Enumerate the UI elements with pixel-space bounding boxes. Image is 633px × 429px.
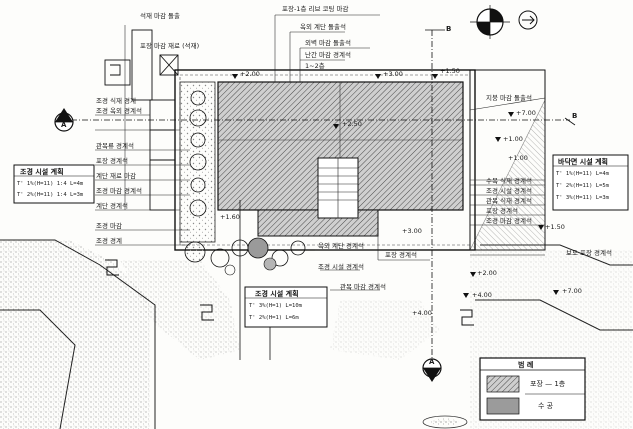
callout-right-6: 조경 마감 경계석 <box>486 217 532 225</box>
section-mark-bottom: A <box>429 358 435 366</box>
center-note-box-frame <box>244 286 328 328</box>
callout-right-3: 조경 시설 경계석 <box>486 187 532 195</box>
level-2: +3.00 <box>383 70 403 78</box>
callout-bottom-1: 포장 경계석 <box>385 251 417 259</box>
right-note-row-3: T' 3%(H=11) L=3m <box>556 195 609 201</box>
left-note-row-2: T' 2%(H=11) 1:4 L=3m <box>17 192 84 198</box>
callout-bottom-3: 조경 시설 경계석 <box>318 263 364 271</box>
legend-item-1: 포장 — 1층 <box>530 380 566 388</box>
callout-bottom-4: 관목 마감 경계석 <box>340 283 386 291</box>
callout-left-4: 조경 옥외 경계석 <box>96 107 142 115</box>
level-10: +7.00 <box>562 287 582 295</box>
right-note-row-2: T' 2%(H=11) L=5m <box>556 183 609 189</box>
right-landscape-block <box>469 69 546 251</box>
callout-left-7: 계단 재료 마감 <box>96 172 137 180</box>
north-arrow-right-icon <box>518 10 538 30</box>
callout-left-6: 포장 경계석 <box>96 157 128 165</box>
callout-bottom-2: 옥외 계단 경계석 <box>318 242 364 250</box>
legend-item-2: 수 공 <box>538 402 554 410</box>
callout-left-10: 조경 마감 <box>96 222 122 230</box>
legend-box <box>479 357 586 421</box>
callout-right-2: 수목 식재 경계석 <box>486 177 532 185</box>
level-6: +1.00 <box>503 135 523 143</box>
section-mark-top-right: B <box>572 112 578 120</box>
callout-right-4: 관목 식재 경계석 <box>486 197 532 205</box>
level-12: +3.00 <box>402 227 422 235</box>
callout-left-3: 조경 식재 경계 <box>96 97 137 105</box>
level-5: +2.50 <box>342 120 362 128</box>
level-11: +4.00 <box>472 291 492 299</box>
level-4: +7.00 <box>516 109 536 117</box>
stair-core <box>317 157 359 219</box>
leader-lines <box>95 14 546 291</box>
center-note-row-1: T' 3%(H=1) L=10m <box>249 303 302 309</box>
callout-left-5: 관목류 경계석 <box>96 142 134 150</box>
section-mark-left: A <box>61 121 67 129</box>
level-9: +2.00 <box>477 269 497 277</box>
level-13: +1.60 <box>220 213 240 221</box>
legend-swatch-solid <box>486 397 520 415</box>
callout-left-9: 계단 경계석 <box>96 202 128 210</box>
level-7: +1.00 <box>508 154 528 162</box>
right-note-box-frame <box>552 154 629 211</box>
callout-right-1: 지붕 마감 돌출석 <box>486 94 532 102</box>
callout-left-8: 조경 마감 경계석 <box>96 187 142 195</box>
callout-top-3: 외벽 마감 돌출석 <box>305 39 351 47</box>
callout-top-4: 난간 마감 경계석 <box>305 51 351 59</box>
level-8: +1.50 <box>545 223 565 231</box>
right-note-row-1: T' 1%(H=11) L=4m <box>556 171 609 177</box>
legend-title: 범 례 <box>518 361 534 369</box>
left-planting-strip <box>179 81 216 243</box>
level-markers <box>232 74 559 298</box>
callout-left-2: 포장 마감 재료 (석재) <box>140 42 200 50</box>
callout-left-11: 조경 경계 <box>96 237 122 245</box>
bottom-tree-row <box>184 237 306 276</box>
callout-top-5: 1~2층 <box>305 62 325 70</box>
level-14: +4.00 <box>412 309 432 317</box>
level-1: +2.00 <box>240 70 260 78</box>
left-note-box-frame <box>13 164 95 204</box>
center-note-title: 조경 시설 계획 <box>255 290 299 298</box>
north-arrow-icon <box>470 5 510 39</box>
right-note-title: 바닥면 시설 계획 <box>558 158 608 166</box>
section-markers <box>54 108 442 382</box>
level-3: +1.50 <box>440 67 460 75</box>
furniture-symbols <box>105 259 474 326</box>
left-note-row-1: T' 1%(H=11) 1:4 L=4m <box>17 181 84 187</box>
section-mark-bottom-right: B <box>446 25 452 33</box>
stamp-mark <box>422 415 468 429</box>
center-note-row-2: T' 2%(H=1) L=6m <box>249 315 299 321</box>
callout-right-5: 포장 경계석 <box>486 207 518 215</box>
callout-left-1: 석재 마감 돌출 <box>140 12 181 20</box>
legend-swatch-hatch <box>486 375 520 393</box>
callout-top-1: 포장-1층 리브 코팅 마감 <box>282 5 349 13</box>
left-note-title: 조경 시설 계획 <box>20 168 64 176</box>
callout-top-2: 옥외 계단 돌출석 <box>300 23 346 31</box>
callout-right-7: 보도 포장 경계석 <box>566 249 612 257</box>
